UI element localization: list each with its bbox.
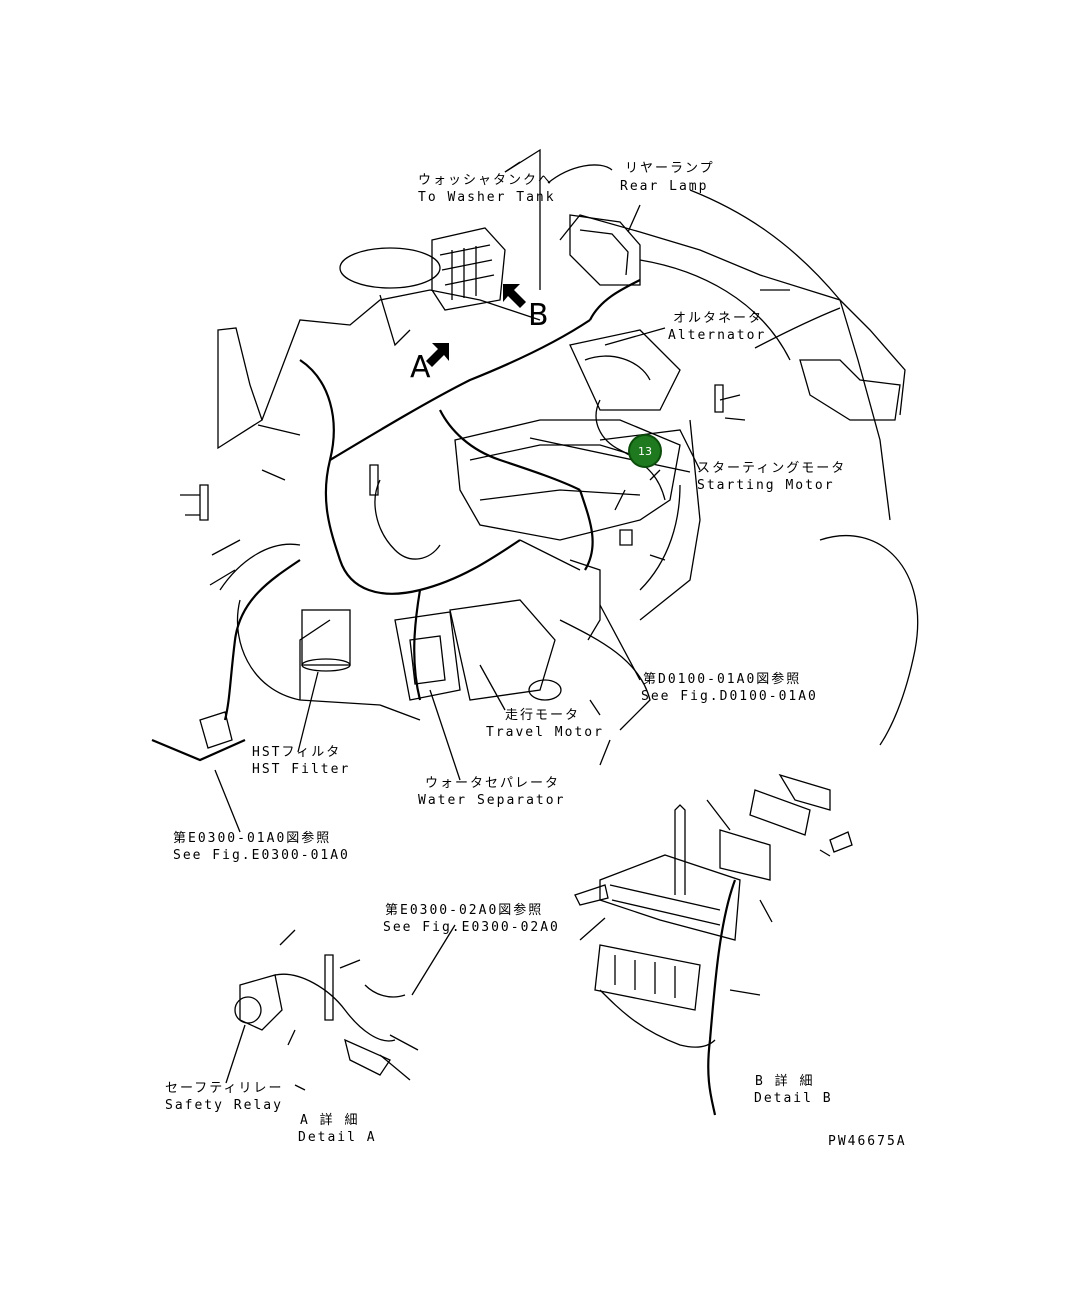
leader-lines bbox=[214, 148, 841, 1091]
detail-a-label-en: Detail A bbox=[298, 1130, 377, 1145]
harness-end-connector bbox=[151, 711, 246, 762]
steering-assembly bbox=[339, 247, 441, 347]
alternator-label-jp: オルタネータ bbox=[673, 311, 764, 326]
travel-motor-label-jp: 走行モータ bbox=[505, 708, 581, 723]
see-e0300-02-label-jp: 第E0300-02A0図参照 bbox=[385, 903, 544, 918]
starting-motor-label-en: Starting Motor bbox=[697, 478, 835, 493]
detail-b-drawing bbox=[574, 773, 853, 1116]
travel-motor-label-en: Travel Motor bbox=[486, 725, 604, 740]
rear-lamp-assembly bbox=[569, 214, 901, 421]
bolt-icon bbox=[199, 384, 724, 546]
view-marker-a: A bbox=[410, 350, 431, 385]
starting-motor-label-jp: スターティングモータ bbox=[697, 461, 847, 476]
detail-a-label-jp: A 詳 細 bbox=[300, 1113, 360, 1128]
safety-relay-label-jp: セーフティリレー bbox=[165, 1081, 284, 1096]
water-separator-part bbox=[394, 611, 461, 701]
misc-ticks bbox=[180, 289, 790, 766]
detail-b-label-jp: B 詳 細 bbox=[755, 1074, 815, 1089]
engine-block bbox=[454, 329, 701, 541]
water-separator-label-jp: ウォータセパレータ bbox=[425, 776, 561, 791]
hst-filter-label-en: HST Filter bbox=[252, 762, 351, 777]
machine-body-outline bbox=[217, 214, 919, 746]
rear-lamp-label-en: Rear Lamp bbox=[620, 179, 709, 194]
view-marker-b: B bbox=[528, 298, 549, 333]
alternator-label-en: Alternator bbox=[668, 328, 767, 343]
see-d0100-label-jp: 第D0100-01A0図参照 bbox=[643, 672, 802, 687]
see-e0300-01-label-jp: 第E0300-01A0図参照 bbox=[173, 831, 332, 846]
see-e0300-01-label-en: See Fig.E0300-01A0 bbox=[173, 848, 350, 863]
hst-filter-label-jp: HSTフィルタ bbox=[252, 745, 342, 760]
hst-filter-part bbox=[301, 609, 351, 672]
detail-a-drawing bbox=[234, 929, 419, 1081]
rear-lamp-label-jp: リヤーランプ bbox=[625, 161, 715, 176]
see-d0100-label-en: See Fig.D0100-01A0 bbox=[641, 689, 818, 704]
see-e0300-02-label-en: See Fig.E0300-02A0 bbox=[383, 920, 560, 935]
detail-b-label-en: Detail B bbox=[754, 1091, 833, 1106]
washer-tank-connector bbox=[431, 227, 506, 311]
section-arrows bbox=[426, 284, 526, 367]
callout-13[interactable]: 13 bbox=[628, 434, 662, 468]
wiring-harness bbox=[223, 279, 681, 721]
washer-tank-label-jp: ウォッシャタンクへ bbox=[418, 173, 554, 188]
safety-relay-label-en: Safety Relay bbox=[165, 1098, 283, 1113]
washer-tank-label-en: To Washer Tank bbox=[418, 190, 556, 205]
travel-motor-part bbox=[449, 559, 601, 701]
drawing-number: PW46675A bbox=[828, 1134, 907, 1149]
water-separator-label-en: Water Separator bbox=[418, 793, 566, 808]
